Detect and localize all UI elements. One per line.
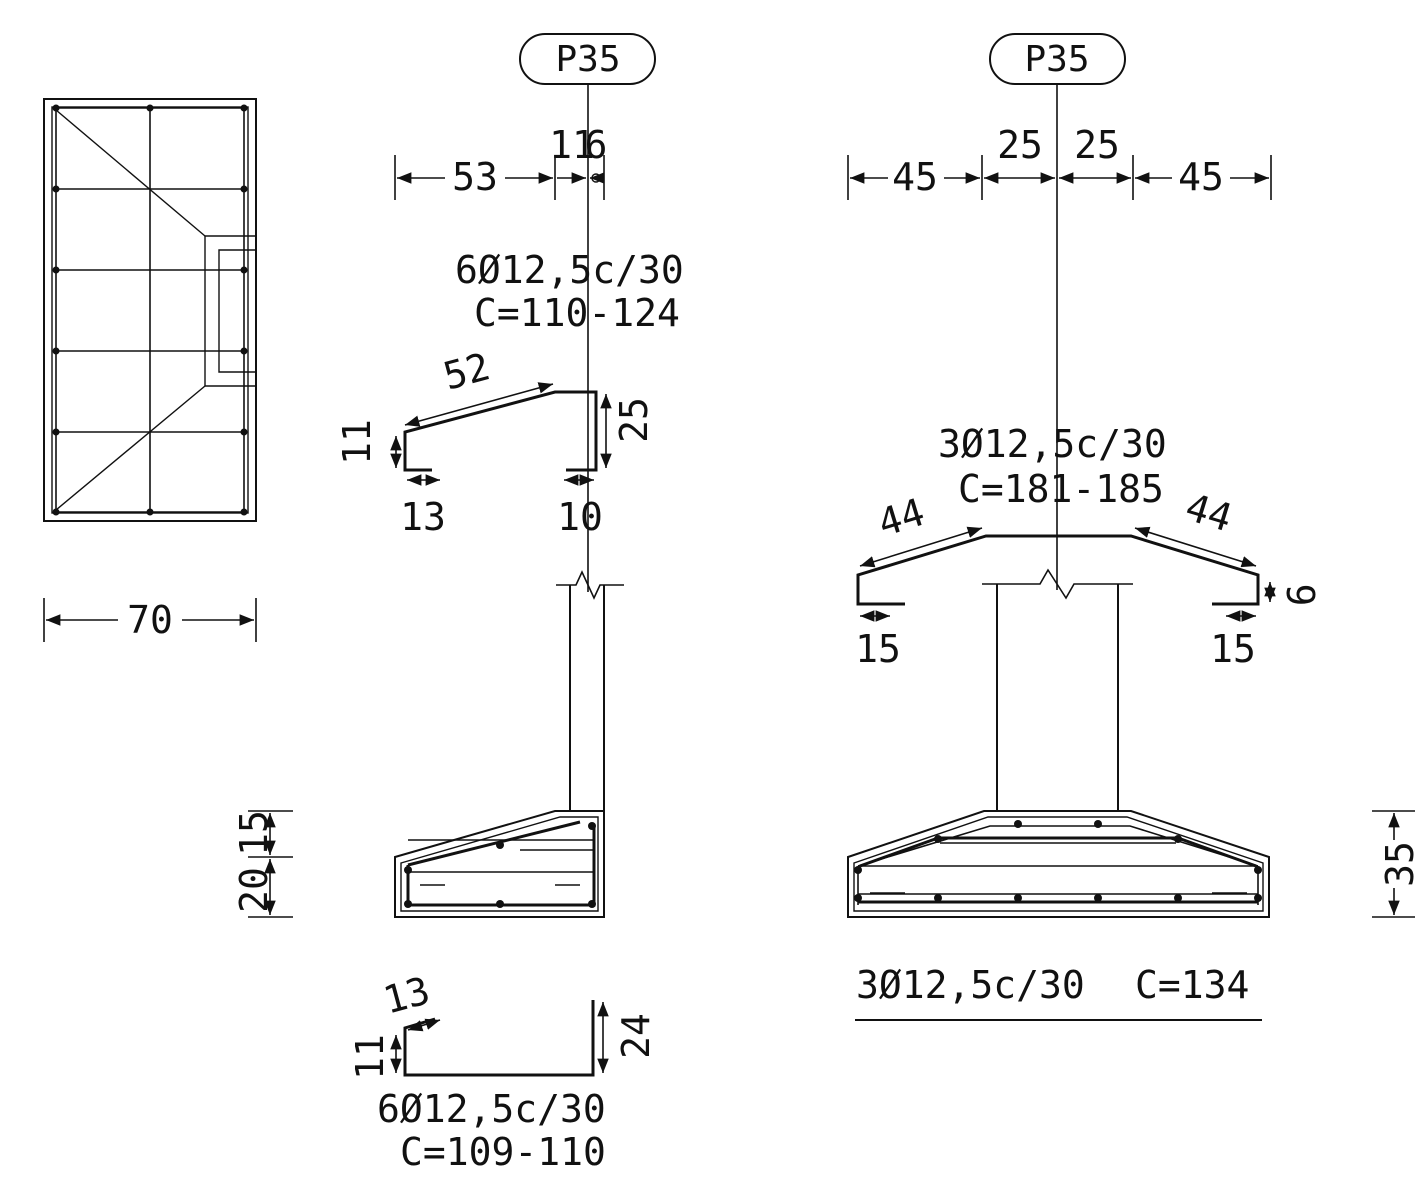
right-top-bar-spec: 3Ø12,5c/30 (938, 422, 1167, 466)
right-top-foot-right-label: 15 (1210, 627, 1256, 671)
right-dim-25-left: 25 (997, 123, 1043, 167)
left-bottom-bar-spec: 6Ø12,5c/30 (377, 1087, 606, 1131)
right-top-hook-label: 9 (1278, 584, 1322, 607)
plan-bar-grid (55, 107, 245, 513)
right-top-bar-length: C=181-185 (958, 467, 1164, 511)
right-dim-25-right: 25 (1074, 123, 1120, 167)
right-top-bar-shape: 44 44 9 15 15 (855, 485, 1322, 671)
left-bottom-hook-label: 11 (348, 1034, 392, 1080)
left-top-leg-label: 25 (612, 397, 656, 443)
left-dim-53: 53 (452, 155, 498, 199)
left-height-15: 15 (232, 810, 276, 856)
left-bottom-slope-label: 13 (379, 968, 435, 1022)
left-height-20: 20 (232, 867, 276, 913)
left-bottom-leg-label: 24 (614, 1013, 658, 1059)
right-section-view: P35 45 25 25 45 3Ø12,5c/30 C=181-185 44 (847, 33, 1415, 1021)
left-column-tag: P35 (519, 33, 656, 592)
left-top-hook-label: 11 (335, 419, 379, 465)
left-height-dimensions: 20 15 (232, 810, 293, 918)
right-top-left-slope-label: 44 (873, 490, 930, 545)
right-dim-45-right: 45 (1178, 155, 1224, 199)
right-dim-45-left: 45 (892, 155, 938, 199)
right-height-label: 35 (1378, 841, 1415, 887)
right-column-tag: P35 (989, 33, 1126, 590)
right-bottom-bar-length: C=134 (1135, 963, 1249, 1007)
left-section-view: P35 53 11 6 6Ø12,5c/30 C=110-124 52 11 (232, 33, 684, 1174)
plan-width-dimension: 70 (43, 598, 257, 642)
right-top-dimensions: 45 25 25 45 (847, 123, 1272, 200)
right-column (982, 568, 1133, 811)
left-dim-11: 11 (549, 123, 595, 167)
right-top-right-slope-label: 44 (1180, 485, 1237, 540)
right-column-tag-label: P35 (1024, 39, 1089, 80)
left-column-tag-label: P35 (555, 39, 620, 80)
footing-plan-view: 70 (43, 98, 257, 642)
left-bottom-bar-length: C=109-110 (400, 1130, 606, 1174)
left-top-slope-label: 52 (439, 344, 495, 398)
left-footing-section (394, 810, 605, 918)
plan-width-label: 70 (127, 598, 173, 642)
left-top-foot-label: 13 (400, 495, 446, 539)
right-footing-section (847, 810, 1270, 918)
left-top-dimensions: 53 11 6 (394, 123, 608, 200)
left-top-foot2-label: 10 (557, 495, 603, 539)
right-height-dimension: 35 (1372, 810, 1415, 918)
plan-bar-dots (52, 104, 248, 516)
left-top-bar-spec: 6Ø12,5c/30 (455, 248, 684, 292)
right-top-foot-left-label: 15 (855, 627, 901, 671)
left-dim-6: 6 (585, 123, 608, 167)
left-top-bar-length: C=110-124 (474, 291, 680, 335)
left-column (556, 570, 624, 811)
right-bottom-bar-spec: 3Ø12,5c/30 (856, 963, 1085, 1007)
left-bottom-bar-shape: 13 11 24 (348, 968, 658, 1080)
left-top-bar-shape: 52 11 25 13 10 (335, 344, 656, 539)
